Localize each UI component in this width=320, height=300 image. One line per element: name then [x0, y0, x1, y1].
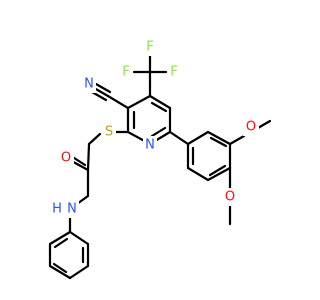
sulfur-label: S — [105, 125, 113, 140]
cyano-nitrogen-label: N — [84, 77, 94, 92]
methoxy-oxygen-lower-label-bg — [222, 188, 238, 206]
bond — [186, 166, 210, 182]
amide-nitrogen-label: N — [67, 202, 77, 217]
fluorine-right-label: F — [170, 65, 177, 80]
bond-layer — [48, 50, 272, 280]
pyridine-nitrogen-label-bg — [143, 136, 157, 154]
fluorine-left-label: F — [122, 65, 129, 80]
carbonyl-oxygen-label-bg — [58, 149, 74, 167]
bond — [48, 264, 72, 280]
molecule-structure: N F F F S N O N H O O — [48, 39, 272, 280]
bond — [150, 126, 167, 138]
bond — [52, 262, 68, 274]
bond — [86, 142, 91, 172]
bond — [92, 86, 110, 98]
amide-nitrogen-label-bg — [65, 200, 79, 218]
amide-hydrogen-label-bg — [50, 200, 64, 218]
bond — [68, 264, 90, 280]
fluorine-right-label-bg — [168, 63, 180, 80]
bond — [208, 164, 227, 177]
bond — [106, 94, 130, 110]
bond — [148, 94, 172, 110]
bond — [206, 130, 232, 146]
pyridine-nitrogen-label: N — [145, 138, 155, 153]
carbonyl-oxygen-label: O — [61, 151, 71, 166]
sulfur-label-bg — [102, 123, 116, 141]
bond — [90, 90, 108, 102]
methoxy-oxygen-lower-label: O — [225, 190, 235, 205]
bond — [228, 134, 246, 146]
fluorine-top-label: F — [146, 40, 153, 55]
bond — [48, 230, 72, 246]
structure-canvas: N F F F S N O N H O O — [48, 39, 272, 280]
fluorine-left-label-bg — [120, 63, 132, 80]
cyano-nitrogen-label-bg — [82, 75, 96, 93]
fluorine-top-label-bg — [144, 39, 156, 56]
methoxy-oxygen-upper-label: O — [246, 120, 256, 135]
bond — [186, 130, 210, 146]
bond — [256, 119, 272, 130]
bond — [209, 136, 228, 148]
bond — [53, 237, 69, 249]
atom-label-layer: N F F F S N O N H O O — [50, 39, 259, 218]
bond — [150, 101, 168, 113]
bond — [68, 230, 90, 246]
bond — [87, 132, 102, 146]
amide-hydrogen-label: H — [52, 202, 62, 217]
bond — [94, 82, 112, 94]
bond — [206, 166, 232, 182]
methoxy-oxygen-upper-label-bg — [243, 118, 259, 136]
bond — [126, 94, 152, 110]
bond — [168, 130, 190, 146]
